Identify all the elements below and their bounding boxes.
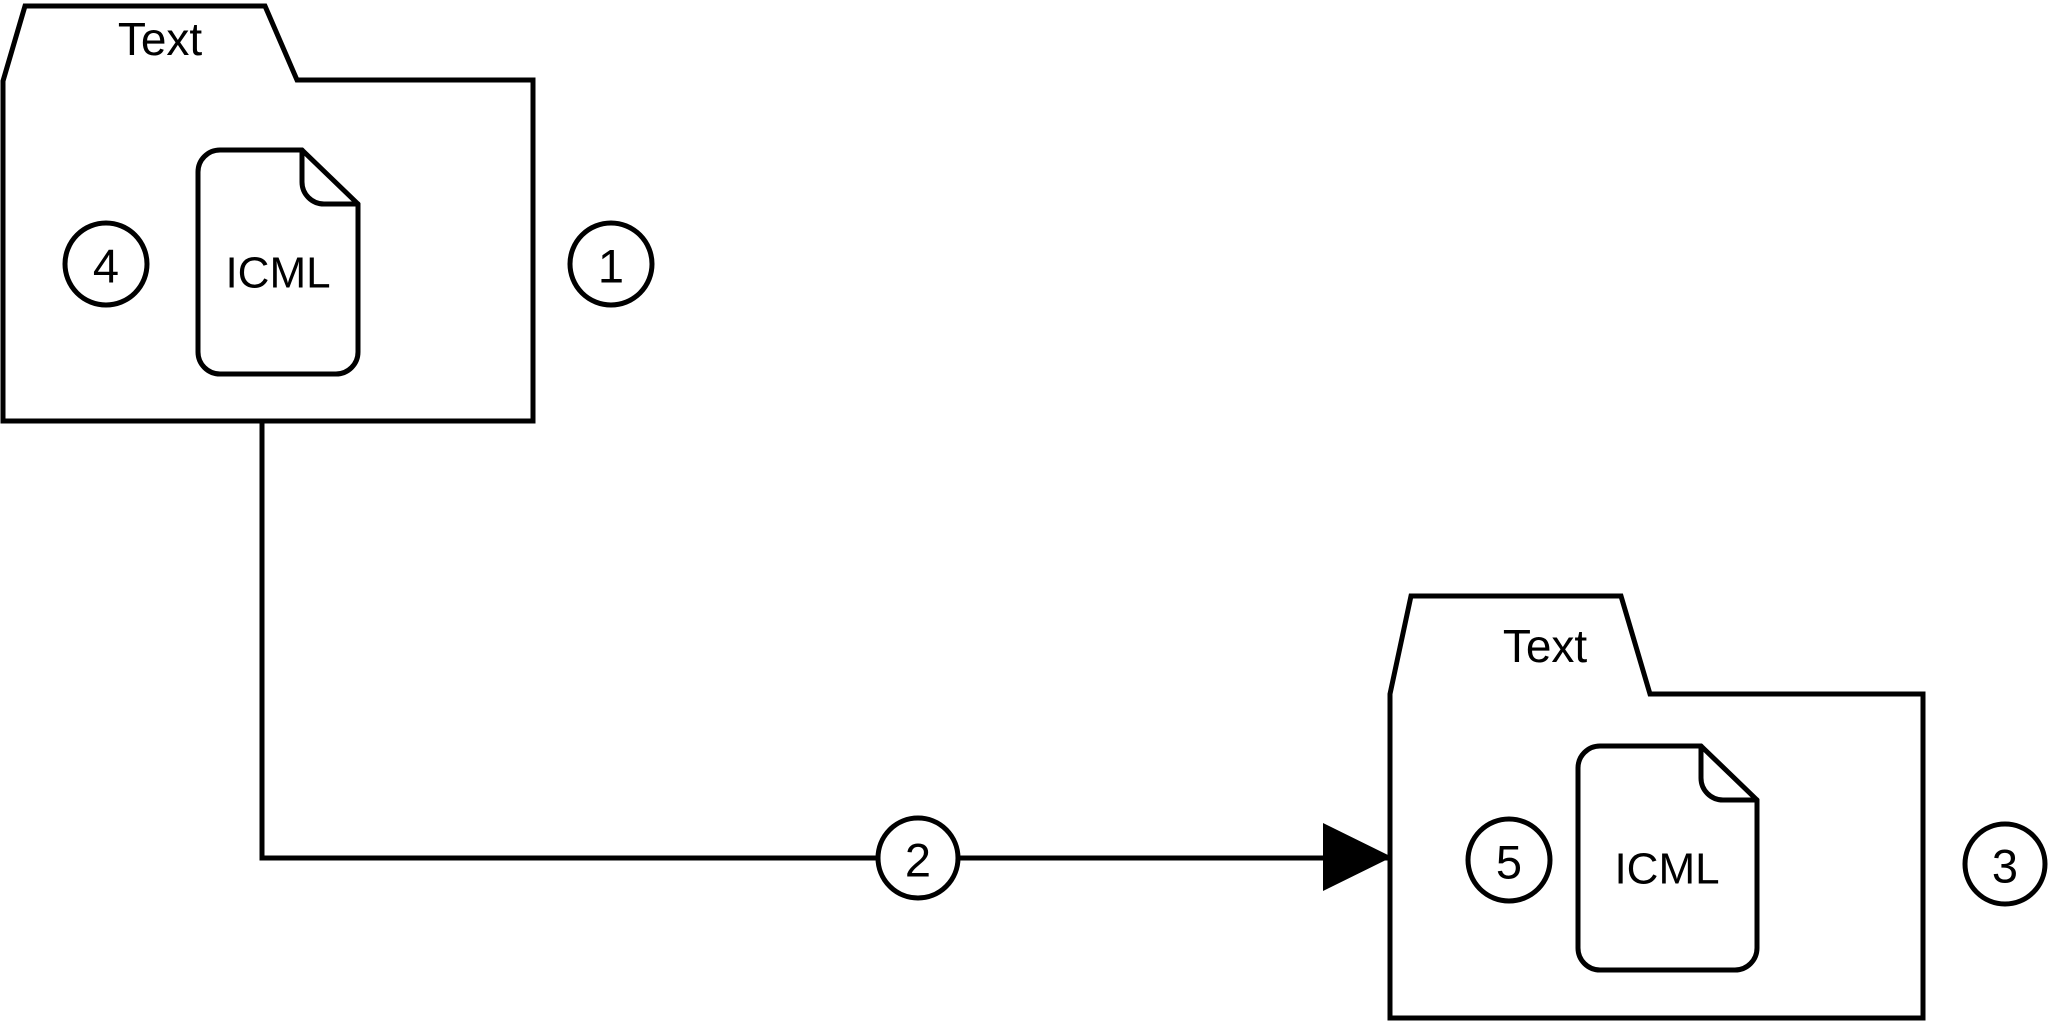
marker-4-circle[interactable] <box>62 220 150 308</box>
marker-1-label: 1 <box>598 240 624 293</box>
folder-source-label: Text <box>118 13 203 65</box>
document-source-label: ICML <box>225 249 330 298</box>
document-target-label: ICML <box>1614 845 1719 894</box>
document-folded-corner-icon <box>1698 743 1760 803</box>
marker-5-circle[interactable] <box>1465 816 1553 904</box>
folder-target-document[interactable]: ICML <box>1575 743 1760 973</box>
marker-5-label: 5 <box>1496 836 1522 889</box>
marker-1[interactable]: 1 <box>567 220 655 308</box>
folder-target[interactable]: Text ICML 5 <box>1387 593 1926 1021</box>
marker-2[interactable]: 2 <box>875 815 961 901</box>
document-folded-corner-icon <box>299 147 361 207</box>
marker-4-label: 4 <box>93 240 119 293</box>
folder-source[interactable]: Text ICML 4 <box>0 3 536 424</box>
connector-path[interactable] <box>259 421 1388 861</box>
folder-target-label: Text <box>1503 620 1588 672</box>
marker-5[interactable]: 5 <box>1465 816 1553 904</box>
marker-3-circle[interactable] <box>1962 821 2048 907</box>
connector-source-to-target[interactable]: 2 <box>259 421 1392 901</box>
marker-2-label: 2 <box>905 834 931 887</box>
marker-2-circle[interactable] <box>875 815 961 901</box>
marker-3[interactable]: 3 <box>1962 821 2048 907</box>
arrow-head-icon <box>1323 823 1392 891</box>
marker-1-circle[interactable] <box>567 220 655 308</box>
marker-4[interactable]: 4 <box>62 220 150 308</box>
marker-3-label: 3 <box>1992 840 2018 893</box>
folder-source-document[interactable]: ICML <box>195 147 361 377</box>
